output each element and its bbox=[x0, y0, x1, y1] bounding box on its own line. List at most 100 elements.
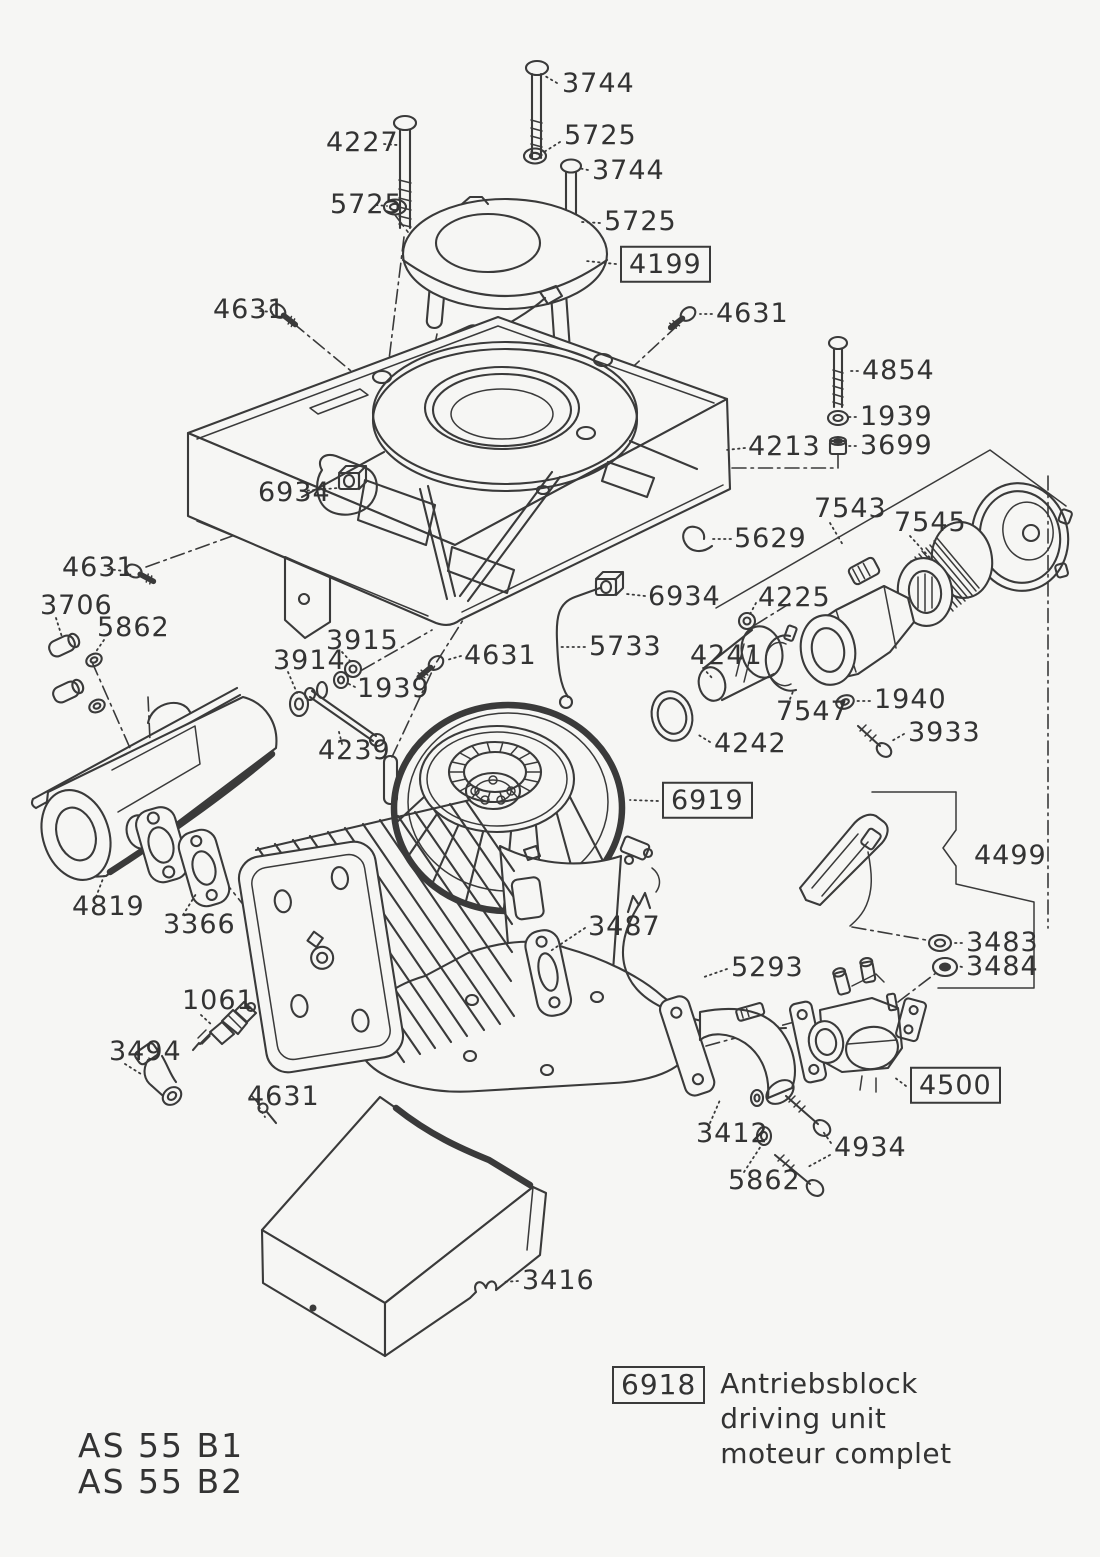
part-label-4239-32: 4239 bbox=[318, 734, 391, 766]
part-label-5725-4: 5725 bbox=[330, 188, 403, 220]
part-label-3487-37: 3487 bbox=[588, 910, 661, 942]
washer-3484 bbox=[931, 956, 959, 978]
part-label-1939-10: 1939 bbox=[860, 400, 933, 432]
wire-5733 bbox=[555, 586, 602, 710]
part-label-3366-36: 3366 bbox=[163, 908, 236, 940]
part-label-5862-21: 5862 bbox=[97, 611, 170, 643]
nut-6934-right bbox=[594, 570, 625, 597]
part-label-3706-18: 3706 bbox=[40, 589, 113, 621]
lever-4499 bbox=[798, 813, 889, 927]
screw-3933 bbox=[856, 724, 893, 758]
part-label-4225-20: 4225 bbox=[758, 581, 831, 613]
bolt-4631-top-right bbox=[667, 306, 697, 331]
part-label-3914-23: 3914 bbox=[273, 644, 346, 676]
legend-ref-number: 6918 bbox=[612, 1366, 706, 1404]
bolt-4631-mid bbox=[416, 655, 445, 680]
part-label-3484-39: 3484 bbox=[966, 950, 1039, 982]
screw-3744-a bbox=[524, 59, 550, 160]
part-label-4854-9: 4854 bbox=[862, 354, 935, 386]
part-label-4227-1: 4227 bbox=[326, 126, 399, 158]
base-flange bbox=[358, 940, 693, 1093]
part-label-5293-40: 5293 bbox=[731, 951, 804, 983]
part-label-7545-15: 7545 bbox=[894, 506, 967, 538]
rod-4239 bbox=[288, 659, 386, 748]
part-label-4199-6: 4199 bbox=[620, 245, 711, 283]
part-label-4631-24: 4631 bbox=[464, 639, 537, 671]
part-label-4499-34: 4499 bbox=[974, 839, 1047, 871]
part-label-4242-31: 4242 bbox=[714, 727, 787, 759]
legend-line-de: Antriebsblock bbox=[720, 1367, 918, 1400]
model-line-2: AS 55 B2 bbox=[78, 1462, 245, 1501]
nut-6934-left bbox=[337, 464, 368, 491]
part-label-4213-12: 4213 bbox=[748, 430, 821, 462]
nut-3699 bbox=[828, 435, 848, 456]
part-label-1061-41: 1061 bbox=[182, 984, 255, 1016]
model-designations: AS 55 B1 AS 55 B2 bbox=[78, 1428, 244, 1500]
gasket-3366 bbox=[177, 828, 231, 908]
filter-body bbox=[799, 556, 916, 686]
legend-block: 6918 Antriebsblock driving unit moteur c… bbox=[612, 1366, 952, 1471]
nut-4225 bbox=[737, 611, 757, 631]
part-label-3744-3: 3744 bbox=[592, 154, 665, 186]
screw-4227 bbox=[392, 114, 418, 230]
air-filter-bracket-7543 bbox=[715, 449, 1067, 609]
washer-5862-bottom bbox=[749, 1088, 773, 1147]
part-label-3416-48: 3416 bbox=[522, 1264, 595, 1296]
part-label-6934-19: 6934 bbox=[648, 580, 721, 612]
washer-1940 bbox=[835, 694, 855, 710]
washer-5725-a bbox=[522, 147, 548, 165]
part-label-4819-35: 4819 bbox=[72, 890, 145, 922]
ignition-bracket bbox=[619, 835, 661, 914]
part-label-5629-16: 5629 bbox=[734, 522, 807, 554]
washer-5725-b bbox=[382, 198, 408, 216]
bolt-4631-top-left bbox=[269, 303, 299, 328]
part-label-7547-28: 7547 bbox=[776, 695, 849, 727]
hook-5629 bbox=[682, 525, 714, 552]
part-label-3494-42: 3494 bbox=[109, 1035, 182, 1067]
bolt-4631-left bbox=[125, 563, 157, 585]
screws-4934 bbox=[773, 1094, 832, 1197]
spark-plug-1061 bbox=[191, 1000, 258, 1052]
part-label-3699-11: 3699 bbox=[860, 429, 933, 461]
part-label-3412-44: 3412 bbox=[696, 1117, 769, 1149]
part-label-4631-8: 4631 bbox=[716, 297, 789, 329]
washer-3483 bbox=[927, 933, 953, 953]
part-label-4631-7: 4631 bbox=[213, 293, 286, 325]
legend-line-fr: moteur complet bbox=[720, 1437, 952, 1470]
legend-text: Antriebsblock driving unit moteur comple… bbox=[720, 1366, 951, 1471]
washer-1939-a bbox=[826, 409, 850, 427]
part-label-7543-14: 7543 bbox=[814, 492, 887, 524]
part-label-3483-38: 3483 bbox=[966, 926, 1039, 958]
legend-line-en: driving unit bbox=[720, 1402, 887, 1435]
gasket-3487 bbox=[524, 929, 573, 1017]
flywheel-6919 bbox=[382, 701, 626, 915]
part-label-1940-29: 1940 bbox=[874, 683, 947, 715]
plug-boot-3494 bbox=[134, 1042, 183, 1106]
spacers-3706 bbox=[48, 632, 85, 704]
bracket-lines-4499 bbox=[871, 791, 1035, 989]
part-label-5862-46: 5862 bbox=[728, 1164, 801, 1196]
part-label-5733-25: 5733 bbox=[589, 630, 662, 662]
part-label-5725-5: 5725 bbox=[604, 205, 677, 237]
muffler-4819 bbox=[40, 695, 278, 881]
washers-5862-left bbox=[85, 652, 106, 714]
part-label-3933-30: 3933 bbox=[908, 716, 981, 748]
part-label-6919-33: 6919 bbox=[662, 781, 753, 819]
screw-4854 bbox=[827, 335, 849, 409]
bottom-cover-3416 bbox=[260, 1095, 548, 1358]
head-cover bbox=[237, 840, 405, 1074]
part-label-4631-17: 4631 bbox=[62, 551, 135, 583]
part-label-4631-43: 4631 bbox=[247, 1080, 320, 1112]
part-label-4241-26: 4241 bbox=[690, 639, 763, 671]
intake-elbow-3412 bbox=[658, 995, 796, 1105]
part-label-4934-45: 4934 bbox=[834, 1131, 907, 1163]
ring-4242 bbox=[650, 690, 694, 742]
carburetor-4500 bbox=[788, 957, 927, 1093]
clamp-7547 bbox=[764, 624, 798, 692]
part-label-1939-27: 1939 bbox=[357, 672, 430, 704]
part-label-4500-47: 4500 bbox=[910, 1066, 1001, 1104]
part-label-6934-13: 6934 bbox=[258, 476, 331, 508]
part-label-5725-2: 5725 bbox=[564, 119, 637, 151]
